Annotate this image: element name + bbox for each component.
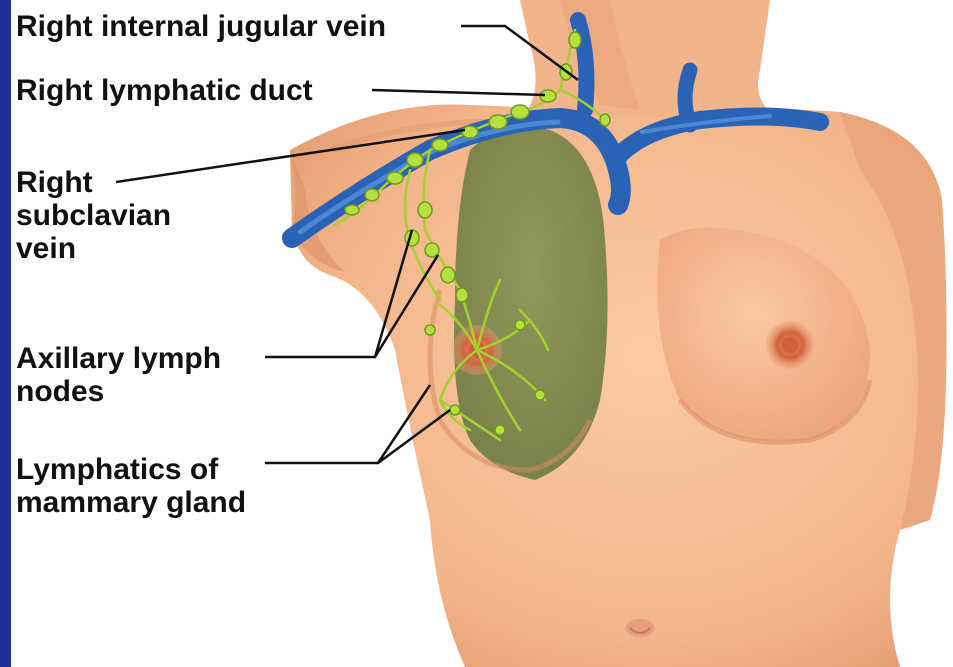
label-line: mammary gland (16, 486, 246, 519)
neck (520, 0, 790, 120)
label-lymphatics-of-mammary-gland: Lymphatics of mammary gland (16, 453, 246, 519)
label-text: Right internal jugular vein (16, 10, 386, 43)
label-line: Right (16, 166, 171, 199)
label-line: Axillary lymph (16, 342, 221, 375)
leader-duct (372, 90, 545, 95)
label-line: Lymphatics of (16, 453, 246, 486)
label-line: subclavian (16, 199, 171, 232)
label-line: nodes (16, 375, 221, 408)
label-right-subclavian-vein: Right subclavian vein (16, 166, 171, 265)
sidebar-band (0, 0, 11, 667)
label-right-lymphatic-duct: Right lymphatic duct (16, 74, 313, 107)
label-line: vein (16, 232, 171, 265)
label-axillary-lymph-nodes: Axillary lymph nodes (16, 342, 221, 408)
left-internal-jugular-vein (685, 70, 690, 125)
label-text: Right lymphatic duct (16, 74, 313, 107)
label-right-internal-jugular-vein: Right internal jugular vein (16, 10, 386, 43)
